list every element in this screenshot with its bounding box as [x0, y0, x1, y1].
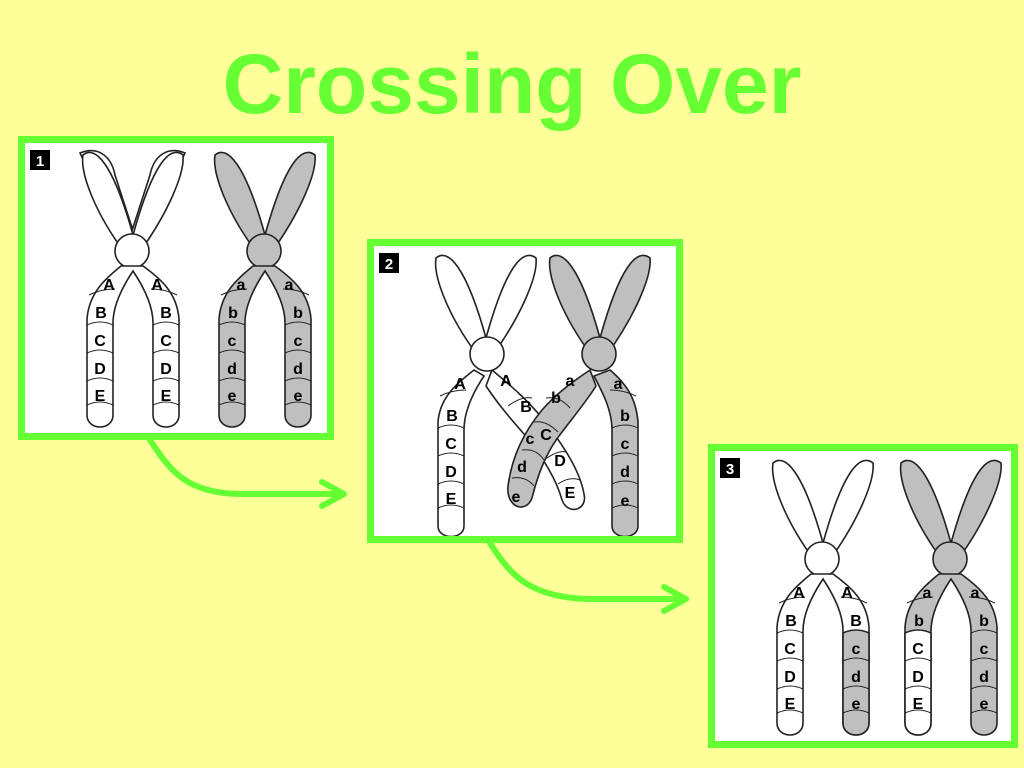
- gene-label: E: [565, 485, 576, 502]
- gene-label: e: [980, 696, 989, 713]
- gene-label: E: [161, 388, 172, 405]
- arrow-2-to-3-icon: [487, 540, 689, 614]
- gene-label: a: [566, 373, 575, 390]
- gene-label: C: [912, 641, 924, 658]
- gene-label: B: [95, 305, 107, 322]
- gene-label: C: [784, 641, 796, 658]
- gene-label: D: [784, 669, 796, 686]
- gene-label: a: [237, 277, 246, 294]
- gene-label: D: [160, 361, 172, 378]
- gene-label: A: [103, 277, 115, 294]
- panel-1-number: 1: [36, 153, 44, 170]
- gene-label: B: [785, 613, 797, 630]
- gene-label: c: [852, 641, 861, 658]
- gene-label: C: [445, 436, 457, 453]
- gene-label: e: [294, 388, 303, 405]
- gene-label: B: [520, 399, 532, 416]
- panel-1: 1: [18, 136, 334, 440]
- gene-label: C: [94, 333, 106, 350]
- gene-label: c: [294, 333, 303, 350]
- gene-label: a: [923, 585, 932, 602]
- gene-label: b: [551, 390, 561, 407]
- chromosome-grey: [213, 151, 316, 428]
- gene-label: E: [913, 696, 924, 713]
- gene-label: c: [621, 436, 630, 453]
- gene-label: e: [621, 493, 630, 510]
- gene-label: d: [620, 464, 630, 481]
- chromosome-white: [771, 459, 874, 736]
- gene-label: c: [228, 333, 237, 350]
- gene-label: D: [554, 453, 566, 470]
- gene-label: d: [851, 669, 861, 686]
- gene-label: e: [852, 696, 861, 713]
- gene-label: e: [512, 489, 521, 506]
- gene-label: B: [446, 408, 458, 425]
- gene-label: C: [540, 427, 552, 444]
- panel-2-diagram: 2: [379, 253, 651, 536]
- panel-3-number: 3: [726, 461, 734, 478]
- panel-2-number: 2: [385, 256, 393, 273]
- gene-label: D: [912, 669, 924, 686]
- gene-label: b: [620, 408, 630, 425]
- gene-label: e: [228, 388, 237, 405]
- panel-3-diagram: 3: [720, 458, 1002, 736]
- gene-label: D: [445, 464, 457, 481]
- panel-1-diagram: 1: [30, 149, 316, 428]
- panel-2: 2: [367, 239, 683, 543]
- gene-label: A: [793, 585, 805, 602]
- gene-label: d: [979, 669, 989, 686]
- gene-label: a: [614, 376, 623, 393]
- arrow-1-to-2-icon: [147, 437, 347, 509]
- gene-label: c: [526, 431, 535, 448]
- gene-label: a: [285, 277, 294, 294]
- gene-label: E: [785, 696, 796, 713]
- chromosome-grey: [507, 254, 651, 536]
- gene-label: D: [94, 361, 106, 378]
- gene-label: b: [293, 305, 303, 322]
- page-title: Crossing Over: [222, 37, 802, 131]
- gene-label: b: [979, 613, 989, 630]
- gene-label: A: [454, 376, 466, 393]
- gene-label: C: [160, 333, 172, 350]
- gene-label: B: [160, 305, 172, 322]
- gene-label: A: [151, 277, 163, 294]
- gene-label: b: [914, 613, 924, 630]
- chromosome-grey: [899, 459, 1002, 736]
- gene-label: E: [95, 388, 106, 405]
- gene-label: B: [850, 613, 862, 630]
- gene-label: A: [500, 373, 512, 390]
- panel-3: 3: [708, 444, 1018, 748]
- gene-label: E: [446, 491, 457, 508]
- gene-label: a: [971, 585, 980, 602]
- gene-label: d: [517, 459, 527, 476]
- gene-label: c: [980, 641, 989, 658]
- gene-label: d: [293, 361, 303, 378]
- gene-label: A: [841, 585, 853, 602]
- chromosome-white: [78, 149, 187, 428]
- gene-label: b: [228, 305, 238, 322]
- gene-label: d: [227, 361, 237, 378]
